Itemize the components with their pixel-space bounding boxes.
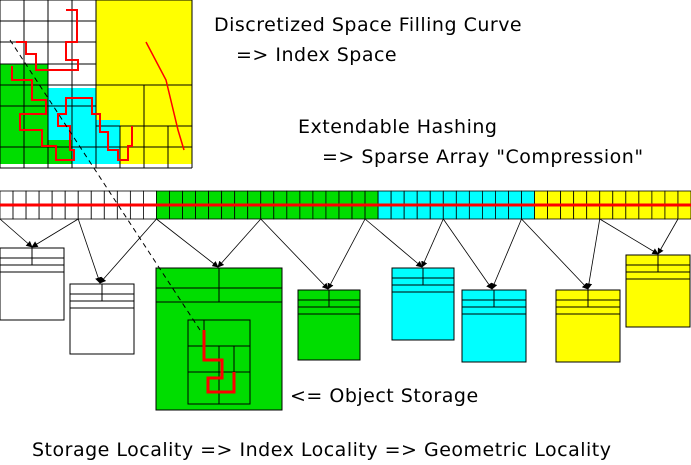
pointer-arrow: [442, 218, 493, 290]
footer-caption: Storage Locality => Index Locality => Ge…: [32, 439, 612, 461]
curve-segment: [11, 66, 133, 161]
locality-link: [9, 39, 201, 331]
pointer-arrow: [585, 218, 601, 290]
pointer-arrow: [421, 218, 444, 268]
hash-line-2: => Sparse Array "Compression": [322, 146, 644, 168]
pointer-arrow: [156, 218, 219, 268]
storage-buckets: [0, 247, 691, 411]
bucket-green-large: [155, 267, 283, 411]
pointer-arrow: [364, 218, 423, 268]
bucket-white-2: [69, 283, 135, 355]
bucket-white-1: [0, 247, 65, 321]
title-line-1: Discretized Space Filling Curve: [214, 14, 523, 36]
pointer-arrow: [657, 218, 679, 255]
space-filling-curve: [11, 9, 185, 161]
curve-segment: [145, 41, 185, 151]
bucket-cyan-2: [461, 289, 527, 363]
pointer-arrow: [31, 218, 79, 248]
hash-line-1: Extendable Hashing: [298, 116, 498, 138]
pointer-arrow: [491, 218, 522, 290]
pointer-arrow: [0, 218, 33, 248]
quadtree-grid: [0, 0, 193, 169]
hash-pointers: [0, 218, 679, 290]
bucket-yellow-2: [625, 254, 691, 328]
pointer-arrow: [327, 218, 366, 290]
bucket-cyan-1: [391, 267, 455, 341]
pointer-arrow: [217, 218, 262, 268]
curve-segment: [16, 9, 79, 71]
title-line-2: => Index Space: [236, 44, 398, 66]
pointer-arrow: [599, 218, 659, 255]
bucket-yellow-1: [555, 289, 621, 363]
inner-curve: [202, 330, 236, 394]
object-storage-label: <= Object Storage: [290, 385, 479, 407]
pointer-arrow: [521, 218, 589, 290]
sparse-index-array: [0, 190, 691, 220]
bucket-green-small: [297, 289, 361, 361]
pointer-arrow: [77, 218, 102, 284]
quad-region: [96, 0, 192, 96]
pointer-arrow: [260, 218, 329, 290]
pointer-arrow: [99, 218, 157, 284]
